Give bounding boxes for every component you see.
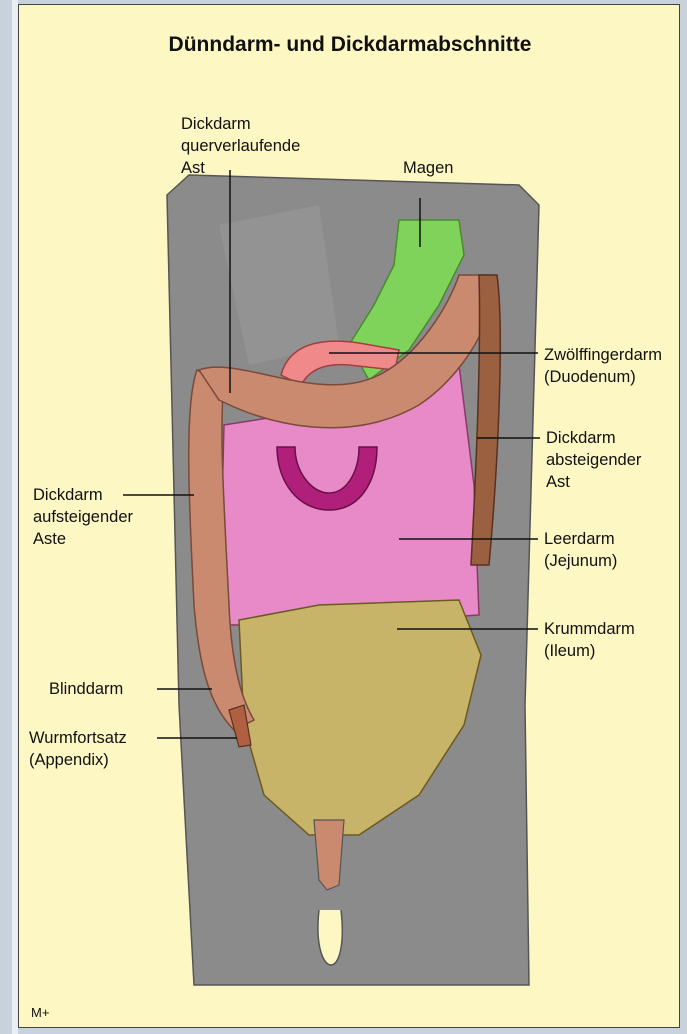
diagram-panel: Dünndarm- und Dickdarmabschnitte Dickdar…: [18, 4, 680, 1028]
label-cecum: Blinddarm: [49, 678, 123, 700]
label-stomach: Magen: [403, 157, 453, 179]
rectum-shape: [314, 820, 344, 890]
label-ileum: Krummdarm (Ileum): [544, 618, 635, 662]
label-ascending-colon: Dickdarm aufsteigender Aste: [33, 484, 133, 550]
label-jejunum: Leerdarm (Jejunum): [544, 528, 617, 572]
diagram-title: Dünndarm- und Dickdarmabschnitte: [19, 33, 681, 57]
watermark: M+: [31, 1005, 49, 1020]
label-descending-colon: Dickdarm absteigender Ast: [546, 427, 641, 493]
label-duodenum: Zwölffingerdarm (Duodenum): [544, 344, 662, 388]
label-transverse-colon: Dickdarm querverlaufende Ast: [181, 113, 300, 179]
label-appendix: Wurmfortsatz (Appendix): [29, 727, 127, 771]
